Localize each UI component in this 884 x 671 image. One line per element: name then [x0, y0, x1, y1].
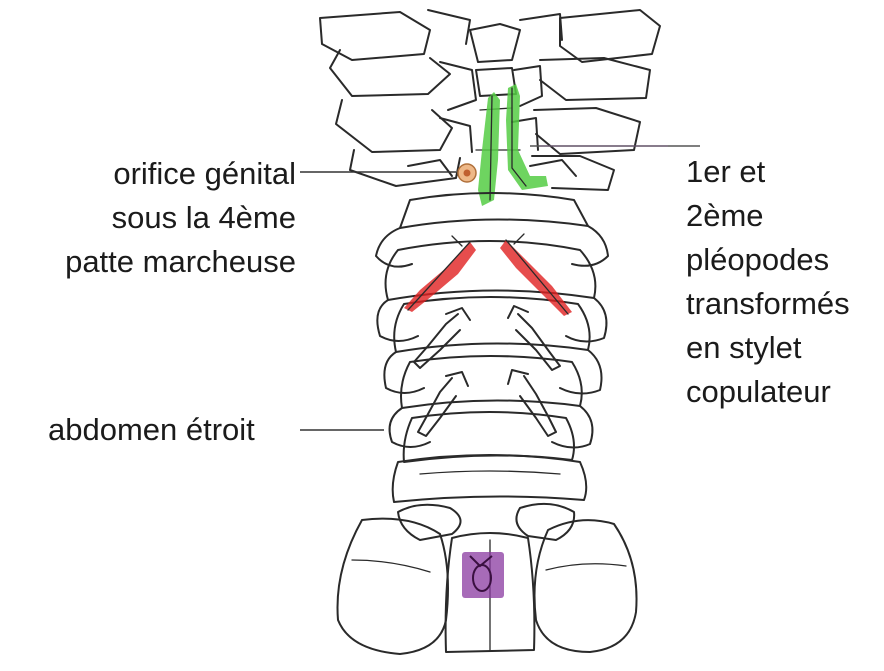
pleopods — [414, 306, 560, 436]
copulatory-stylets-red — [404, 234, 572, 316]
label-abdomen: abdomen étroit — [48, 408, 255, 452]
genital-orifice — [458, 164, 476, 182]
leader-lines — [300, 146, 700, 430]
abdomen — [376, 193, 608, 502]
label-genital-orifice: orifice génital sous la 4ème patte march… — [14, 152, 296, 284]
anus-mark-purple — [462, 552, 504, 598]
label-pleopods: 1er et 2ème pléopodes transformés en sty… — [686, 150, 850, 414]
